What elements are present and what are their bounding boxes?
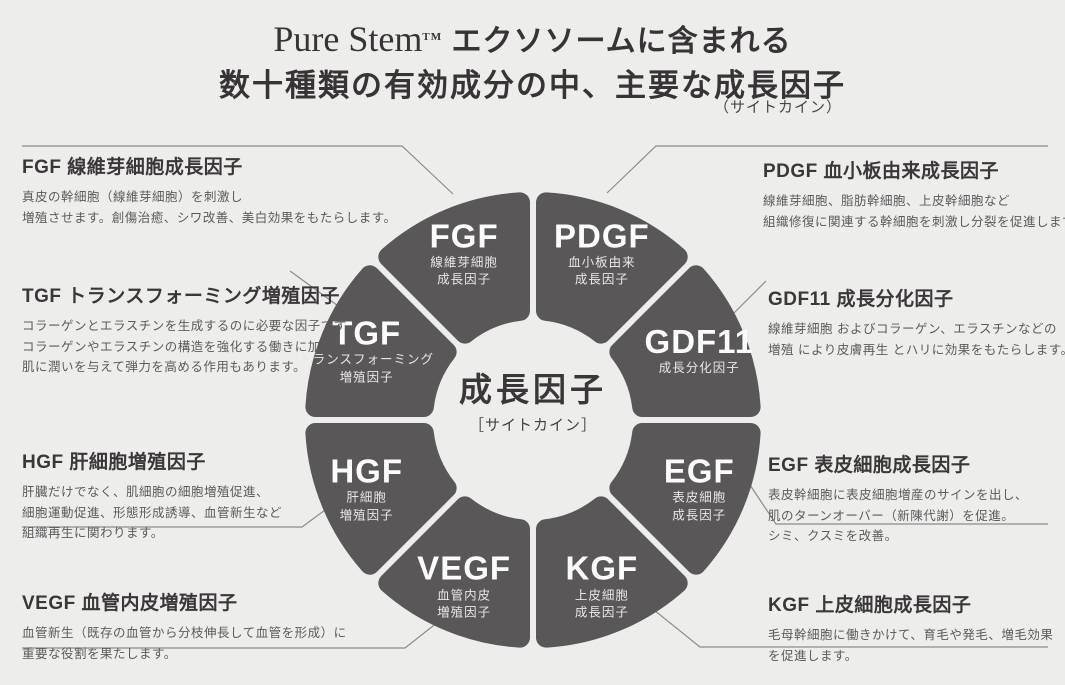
callout-pdgf: PDGF 血小板由来成長因子 線維芽細胞、脂肪幹細胞、上皮幹細胞など組織修復に関… (763, 156, 1065, 232)
callout-body-line: コラーゲンやエラスチンの構造を強化する働きに加え、 (22, 339, 347, 354)
ring-segment-egf (609, 423, 761, 575)
callout-body-line: 肌のターンオーバー（新陳代謝）を促進。 (768, 508, 1015, 523)
connector-line (743, 475, 1048, 525)
ring-segment-gdf11 (609, 265, 761, 417)
callout-fgf: FGF 線維芽細胞成長因子 真皮の幹細胞（線維芽細胞）を刺激し増殖させます。創傷… (22, 152, 397, 228)
ring-segment-vegf (378, 496, 530, 648)
callout-body-line: コラーゲンとエラスチンを生成するのに必要な因子です。 (22, 319, 359, 333)
callout-body-line: 肌に潤いを与えて弾力を高める作用もあります。 (22, 360, 307, 375)
callout-heading: KGF 上皮細胞成長因子 (768, 595, 972, 616)
connector-line (289, 270, 342, 309)
callout-heading: HGF 肝細胞増殖因子 (22, 452, 206, 473)
callout-body: 真皮の幹細胞（線維芽細胞）を刺激し増殖させます。創傷治癒、シワ改善、美白効果をも… (22, 187, 397, 228)
callout-body-line: 毛母幹細胞に働きかけて、育毛や発毛、増毛効果 (768, 628, 1054, 642)
callout-body: 線維芽細胞、脂肪幹細胞、上皮幹細胞など組織修復に関連する幹細胞を刺激し分裂を促進… (763, 191, 1065, 232)
callout-body-line: 血管新生（既存の血管から分枝伸長して血管を形成）に (22, 626, 347, 640)
trademark-symbol: TM (422, 31, 443, 43)
callout-heading: PDGF 血小板由来成長因子 (763, 161, 1000, 182)
callout-body-line: 増殖 により皮膚再生 とハリに効果をもたらします。 (768, 342, 1065, 357)
title-line1: Pure StemTM エクソソームに含まれる (0, 18, 1065, 61)
callout-body: コラーゲンとエラスチンを生成するのに必要な因子です。コラーゲンやエラスチンの構造… (22, 316, 359, 378)
callout-body: 毛母幹細胞に働きかけて、育毛や発毛、増毛効果を促進します。 (768, 625, 1053, 666)
callout-heading: FGF 線維芽細胞成長因子 (22, 157, 243, 178)
brand-logo: Pure Stem (273, 19, 423, 59)
connector-line (653, 609, 1048, 648)
ring-segment-kgf (536, 496, 688, 648)
title-line2: 数十種類の有効成分の中、主要な成長因子 (219, 68, 846, 104)
title-line1-suffix: エクソソームに含まれる (442, 25, 792, 58)
center-subtitle: ［サイトカイン］ (468, 417, 597, 434)
callout-body-line: 細胞運動促進、形態形成誘導、血管新生など (22, 505, 283, 520)
center-title: 成長因子 (459, 371, 607, 408)
callout-body-line: 重要な役割を果たします。 (22, 646, 177, 661)
callout-body-line: 組織再生に関わります。 (22, 526, 164, 541)
callout-body-line: シミ、クスミを改善。 (768, 529, 898, 544)
title-subtitle: （サイトカイン） (713, 99, 842, 116)
callout-heading: GDF11 成長分化因子 (768, 289, 954, 310)
center-label: 成長因子 ［サイトカイン］ (459, 363, 607, 435)
callout-egf: EGF 表皮細胞成長因子 表皮幹細胞に表皮細胞増産のサインを出し、肌のターンオー… (768, 450, 1028, 547)
callout-heading: TGF トランスフォーミング増殖因子 (22, 286, 340, 307)
callout-hgf: HGF 肝細胞増殖因子 肝臓だけでなく、肌細胞の細胞増殖促進、細胞運動促進、形態… (22, 447, 282, 544)
page-title: Pure StemTM エクソソームに含まれる 数十種類の有効成分の中、主要な成… (0, 18, 1065, 104)
callout-body-line: を促進します。 (768, 648, 858, 663)
ring-segment-pdgf (536, 192, 688, 344)
callout-body: 表皮幹細胞に表皮細胞増産のサインを出し、肌のターンオーバー（新陳代謝）を促進。シ… (768, 485, 1028, 547)
callout-body-line: 表皮幹細胞に表皮細胞増産のサインを出し、 (768, 488, 1029, 502)
callout-body-line: 増殖させます。創傷治癒、シワ改善、美白効果をもたらします。 (22, 210, 397, 225)
callout-body-line: 組織修復に関連する幹細胞を刺激し分裂を促進します。 (763, 214, 1065, 229)
callout-heading: EGF 表皮細胞成長因子 (768, 455, 971, 476)
ring-segment-hgf (305, 423, 457, 575)
callout-body-line: 線維芽細胞、脂肪幹細胞、上皮幹細胞など (763, 194, 1011, 208)
callout-body-line: 線維芽細胞 およびコラーゲン、エラスチンなどの (768, 322, 1057, 336)
callout-body: 肝臓だけでなく、肌細胞の細胞増殖促進、細胞運動促進、形態形成誘導、血管新生など組… (22, 482, 282, 544)
connector-line (606, 145, 1048, 194)
callout-kgf: KGF 上皮細胞成長因子 毛母幹細胞に働きかけて、育毛や発毛、増毛効果を促進しま… (768, 590, 1053, 666)
ring-segment-fgf (378, 192, 530, 344)
ring-segment-tgf (305, 265, 457, 417)
callout-body-line: 肝臓だけでなく、肌細胞の細胞増殖促進、 (22, 485, 270, 499)
callout-vegf: VEGF 血管内皮増殖因子 血管新生（既存の血管から分枝伸長して血管を形成）に重… (22, 588, 347, 664)
callout-body: 線維芽細胞 およびコラーゲン、エラスチンなどの増殖 により皮膚再生 とハリに効果… (768, 319, 1065, 360)
connector-line (732, 280, 767, 315)
connector-line (22, 145, 454, 195)
callout-heading: VEGF 血管内皮増殖因子 (22, 593, 238, 614)
callout-tgf: TGF トランスフォーミング増殖因子 コラーゲンとエラスチンを生成するのに必要な… (22, 281, 359, 378)
callout-gdf11: GDF11 成長分化因子 線維芽細胞 およびコラーゲン、エラスチンなどの増殖 に… (768, 284, 1065, 360)
callout-body: 血管新生（既存の血管から分枝伸長して血管を形成）に重要な役割を果たします。 (22, 623, 347, 664)
callout-body-line: 真皮の幹細胞（線維芽細胞）を刺激し (22, 190, 244, 204)
